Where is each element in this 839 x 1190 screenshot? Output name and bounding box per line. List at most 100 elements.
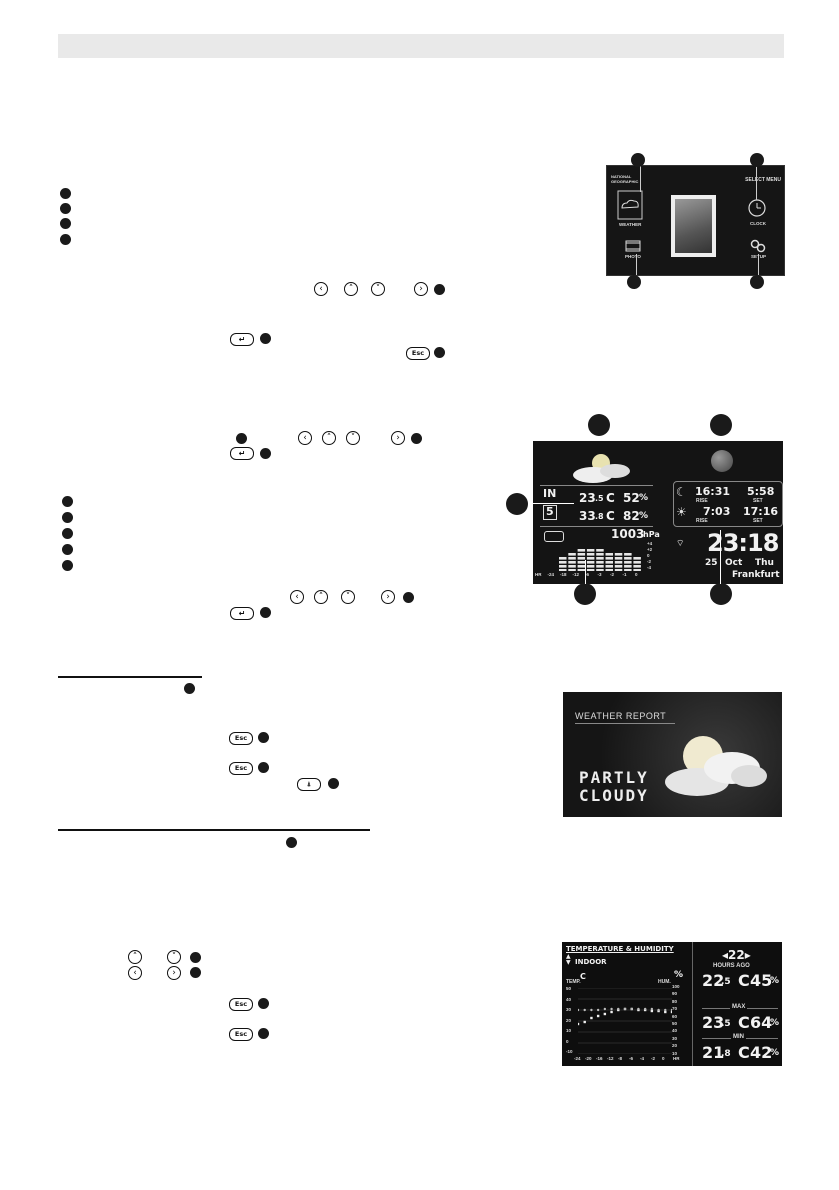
pressure-bar-segment xyxy=(605,561,613,564)
axis-tick-label: 50 xyxy=(566,986,572,991)
axis-tick-label: -2 xyxy=(651,1056,656,1061)
sun-moon-panel xyxy=(673,481,783,527)
callout-marker xyxy=(750,153,764,167)
photo-menu-icon xyxy=(625,240,641,252)
weather-report-screen: WEATHER REPORT PARTLY CLOUDY xyxy=(563,692,782,817)
pressure-bar-segment xyxy=(586,557,595,560)
axis-tick-label: -18 xyxy=(560,572,567,577)
esc-button-icon: Esc xyxy=(229,732,253,745)
axis-tick-label: -20 xyxy=(585,1056,592,1061)
th-title: TEMPERATURE & HUMIDITY xyxy=(566,945,674,953)
hum-history-point xyxy=(664,1008,667,1012)
axis-tick-label: HR xyxy=(535,572,542,577)
max-humidity: 64 xyxy=(750,1013,773,1032)
city-name: Frankfurt xyxy=(732,570,780,580)
current-temp-unit: C xyxy=(738,971,750,990)
weather-menu-icon xyxy=(617,190,643,220)
callout-marker xyxy=(627,275,641,289)
pressure-unit: hPa xyxy=(643,530,660,539)
axis-tick-label: 0 xyxy=(647,553,650,558)
moonset-time: 5:58 xyxy=(747,485,775,498)
axis-tick-label: 0 xyxy=(635,572,638,577)
pressure-bar-segment xyxy=(586,569,595,571)
axis-tick-label: +4 xyxy=(647,541,653,546)
pressure-bar-segment xyxy=(633,569,641,571)
pressure-bar-segment xyxy=(633,561,641,564)
pressure-bar-segment xyxy=(568,569,576,571)
esc-button-icon: Esc xyxy=(229,762,253,775)
bullet-marker xyxy=(60,188,71,199)
hum-history-point xyxy=(617,1007,620,1011)
pressure-trend-icon xyxy=(544,531,564,542)
outdoor-humidity: 82 xyxy=(623,509,640,523)
forecast-line1: PARTLY xyxy=(579,768,649,787)
pressure-bar-segment xyxy=(586,553,595,556)
hum-history-point xyxy=(596,1008,600,1012)
photo-frame xyxy=(671,195,716,257)
axis-tick-label: 50 xyxy=(672,1021,678,1026)
right-button-icon: › xyxy=(391,431,405,445)
callout-marker xyxy=(258,762,269,773)
date-day: 25 xyxy=(705,558,718,568)
down-button-icon: ˅ xyxy=(346,431,360,445)
partly-cloudy-icon xyxy=(665,736,767,796)
temp-humidity-screen: TEMPERATURE & HUMIDITY ▲▼ INDOOR TEMP. C… xyxy=(562,942,782,1066)
pressure-bar-segment xyxy=(568,565,576,568)
temp-humidity-graph xyxy=(578,988,672,1054)
pressure-bar-segment xyxy=(605,553,613,556)
temp-history-point xyxy=(610,1010,613,1014)
callout-marker xyxy=(403,592,414,603)
bullet-marker xyxy=(62,528,73,539)
menu-title: SELECT MENU xyxy=(745,177,781,183)
sunset-time: 17:16 xyxy=(743,505,779,518)
sun-icon: ☀ xyxy=(676,505,687,519)
pressure-bar-segment xyxy=(559,569,567,571)
max-temp-unit: C xyxy=(738,1013,750,1032)
bullet-marker xyxy=(60,203,71,214)
pressure-bar-segment xyxy=(633,557,641,560)
axis-tick-label: -2 xyxy=(610,572,615,577)
outdoor-temp-dec: .8 xyxy=(595,512,604,521)
axis-tick-label: 10 xyxy=(672,1050,678,1056)
location-toggle-icon: ▲▼ xyxy=(566,953,571,966)
callout-marker xyxy=(258,732,269,743)
pressure-bar-segment xyxy=(614,553,623,556)
section-underline xyxy=(58,829,370,831)
outdoor-humidity-unit: % xyxy=(639,511,649,521)
callout-marker xyxy=(260,448,271,459)
callout-marker xyxy=(236,433,247,444)
pressure-bar-segment xyxy=(559,557,567,560)
bullet-marker xyxy=(62,560,73,571)
clock-time: 23:18 xyxy=(707,529,779,557)
pressure-bar-segment xyxy=(559,565,567,568)
right-button-icon: › xyxy=(167,966,181,980)
weather-report-header: WEATHER REPORT xyxy=(575,711,667,721)
esc-button-icon: Esc xyxy=(229,998,253,1011)
pressure-bar-segment xyxy=(586,561,595,564)
brand-logo: NATIONAL GEOGRAPHIC xyxy=(611,174,639,184)
axis-tick-label: 80 xyxy=(672,998,678,1004)
pressure-bar-segment xyxy=(624,557,632,560)
indoor-humidity-unit: % xyxy=(639,493,649,503)
esc-button-icon: Esc xyxy=(229,1028,253,1041)
axis-tick-label: -24 xyxy=(547,572,555,577)
pressure-value: 1003 xyxy=(611,527,645,541)
gear-icon xyxy=(750,239,766,253)
moon-icon: ☾ xyxy=(676,485,687,499)
min-humidity-unit: % xyxy=(770,1048,780,1058)
date-month: Oct xyxy=(725,558,743,568)
max-humidity-unit: % xyxy=(770,1018,780,1028)
pressure-bar-segment xyxy=(559,561,567,564)
pressure-bar-segment xyxy=(605,557,613,560)
hum-history-point xyxy=(623,1007,627,1011)
axis-tick-label: -2 xyxy=(647,559,652,564)
rise-label: RISE xyxy=(696,518,708,524)
pressure-bar-segment xyxy=(596,561,604,564)
pressure-bar-segment xyxy=(633,565,641,568)
set-label: SET xyxy=(753,498,763,504)
axis-tick-label: 10 xyxy=(566,1028,572,1033)
current-humidity-unit: % xyxy=(770,976,780,986)
